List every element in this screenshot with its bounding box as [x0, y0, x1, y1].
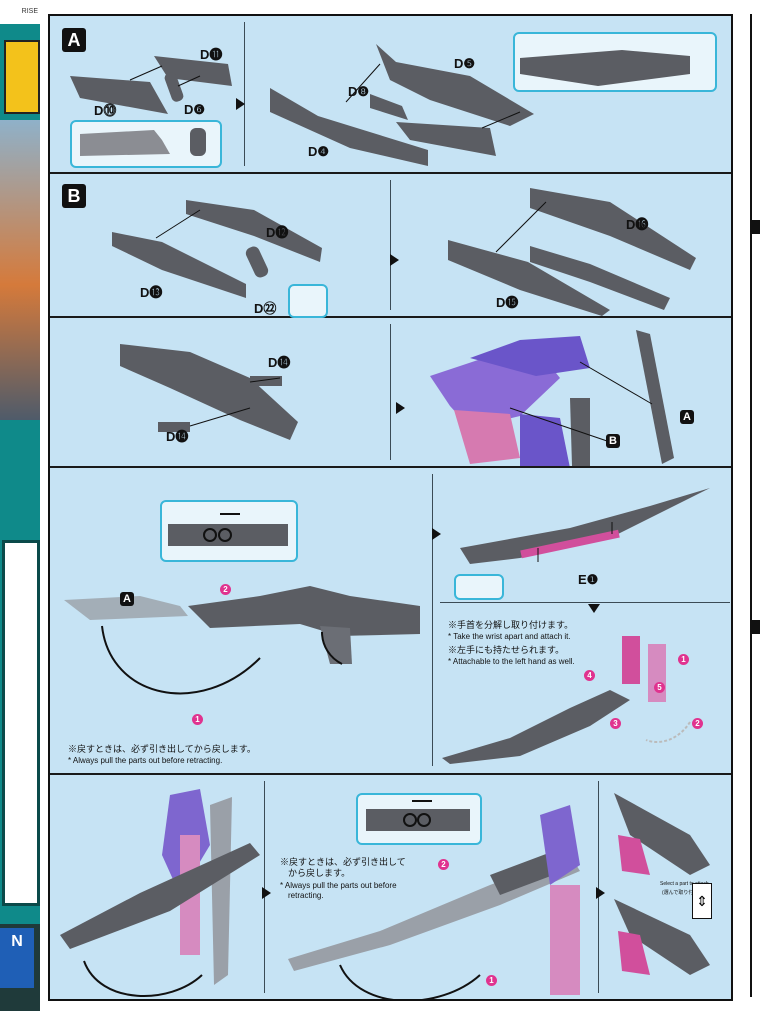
- retract-note-jp: ※戻すときは、必ず引き出して: [280, 857, 406, 867]
- step-number: 1: [678, 654, 689, 665]
- part-label: D⓫: [200, 47, 223, 62]
- part-label: D❽: [348, 84, 370, 99]
- flow-arrow: [390, 254, 399, 266]
- step-b-letter: B: [62, 184, 86, 208]
- step-number: 1: [192, 714, 203, 725]
- brand-badge: N: [0, 928, 34, 988]
- callout-a: A: [680, 410, 694, 424]
- detail-inset-peg: [454, 574, 504, 600]
- step-number: 5: [654, 682, 665, 693]
- flow-arrow: [262, 887, 271, 899]
- step-b-parts-drawing: [112, 188, 696, 316]
- part-label: D❺: [454, 56, 476, 71]
- wrist-note-jp: ※手首を分解し取り付けます。: [448, 620, 574, 630]
- series-logo: [4, 40, 40, 114]
- step-extend-panel: A E❶ 2 1 1 2 3 4 5 ※戻すときは、必ず引き出してから戻します。…: [50, 468, 731, 775]
- step-number: 4: [584, 670, 595, 681]
- detail-inset-slider: [160, 500, 298, 562]
- cover-top-text: RISE: [0, 0, 40, 24]
- step-divider: [390, 324, 391, 460]
- step-retract-drawing: [60, 789, 710, 999]
- step-divider: [390, 180, 391, 310]
- part-label: D❻: [184, 102, 206, 117]
- step-divider: [244, 22, 245, 166]
- detail-inset: [288, 284, 328, 318]
- instruction-page: A D⓫ D⓾ D❻ D❺ D❽: [48, 14, 733, 1001]
- step-number: 2: [220, 584, 231, 595]
- left-hand-note-en: * Attachable to the left hand as well.: [448, 657, 575, 666]
- step-number: 3: [610, 718, 621, 729]
- swap-icon: ⇕: [692, 883, 712, 919]
- part-label: D㉒: [254, 301, 277, 316]
- part-label: D⓯: [496, 295, 519, 310]
- callout-a: A: [120, 592, 134, 606]
- step-divider: [432, 474, 433, 766]
- left-hand-note-jp: ※左手にも持たせられます。: [448, 645, 565, 655]
- part-label: E❶: [578, 572, 599, 587]
- step-number: 1: [486, 975, 497, 986]
- step-extend-drawing: [64, 488, 710, 764]
- step-attach-panel: D⓮ D⓮ A B: [50, 318, 731, 468]
- part-label: D⓭: [140, 285, 163, 300]
- step-number: 2: [438, 859, 449, 870]
- detail-inset: [70, 120, 222, 168]
- cover-frame: [2, 540, 40, 906]
- part-label: D⓮: [268, 355, 291, 370]
- select-part-note-jp: (選んで取り付ける): [662, 890, 706, 896]
- retract-note-en-2: retracting.: [288, 891, 324, 900]
- step-retract-panel: ※戻すときは、必ず引き出して から戻します。 * Always pull the…: [50, 775, 731, 999]
- page-marker: [752, 620, 760, 634]
- part-label: D❹: [308, 144, 330, 159]
- step-divider-horizontal: [440, 602, 730, 603]
- part-label: D⓰: [626, 217, 649, 232]
- page-marker: [752, 220, 760, 234]
- step-b-panel: B D⓬ D⓭ D㉒ D⓰ D⓯: [50, 174, 731, 318]
- detail-inset-slider: [356, 793, 482, 845]
- retract-note-en: * Always pull the parts out before: [280, 881, 397, 890]
- flow-arrow: [596, 887, 605, 899]
- retract-note-jp-2: から戻します。: [288, 868, 351, 878]
- callout-b: B: [606, 434, 620, 448]
- wrist-note-en: * Take the wrist apart and attach it.: [448, 632, 571, 641]
- flow-arrow: [432, 528, 441, 540]
- step-a-letter: A: [62, 28, 86, 52]
- step-attach-drawing: [120, 330, 674, 466]
- part-label: D⓾: [94, 103, 117, 118]
- cover-strip: RISE N: [0, 0, 40, 1011]
- retract-note-en: * Always pull the parts out before retra…: [68, 756, 223, 765]
- next-page-edge: [750, 14, 760, 997]
- step-number: 2: [692, 718, 703, 729]
- part-label: D⓮: [166, 429, 189, 444]
- cover-artwork: [0, 120, 40, 420]
- result-inset: [513, 32, 717, 92]
- step-a-panel: A D⓫ D⓾ D❻ D❺ D❽: [50, 16, 731, 174]
- flow-arrow: [396, 402, 405, 414]
- select-part-note-en: Select a part to attach.: [660, 881, 711, 887]
- flow-arrow: [236, 98, 245, 110]
- retract-note-jp: ※戻すときは、必ず引き出してから戻します。: [68, 744, 256, 754]
- part-label: D⓬: [266, 225, 289, 240]
- flow-arrow-down: [588, 604, 600, 613]
